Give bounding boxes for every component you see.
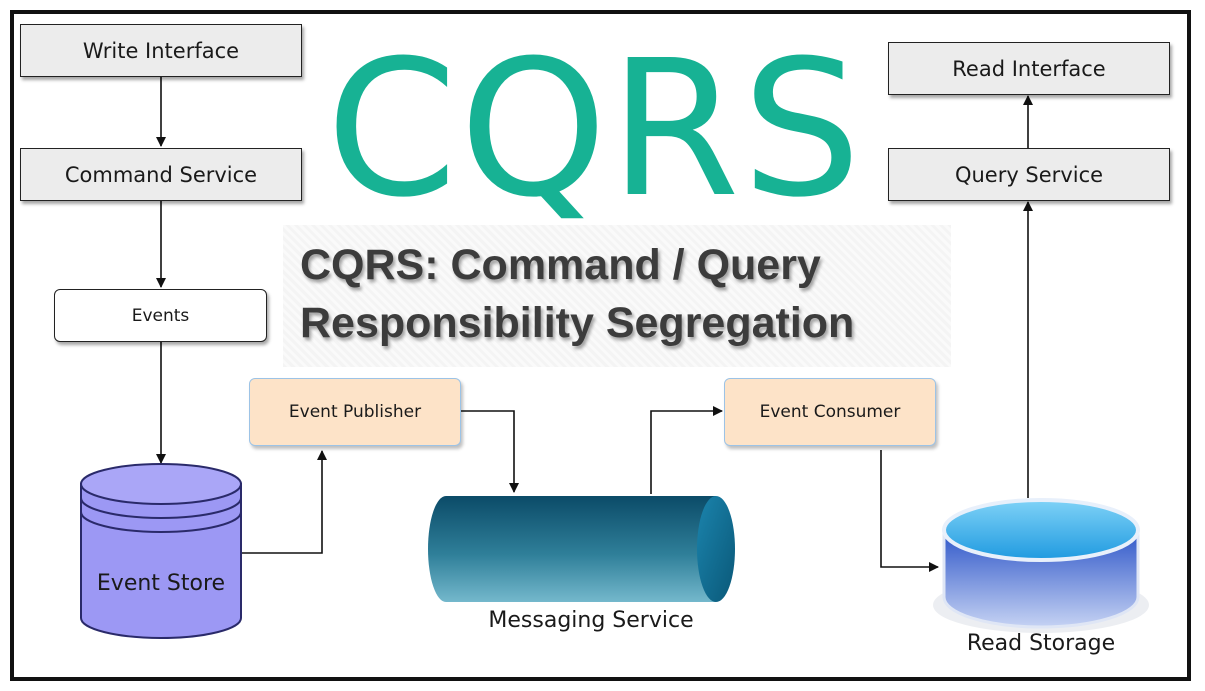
event-publisher-box: Event Publisher xyxy=(249,378,461,446)
subtitle-line-1: CQRS: Command / Query xyxy=(300,241,821,289)
arrow-messaging-to-consumer xyxy=(650,406,723,494)
write-interface-box: Write Interface xyxy=(20,24,302,77)
read-storage-cylinder xyxy=(933,498,1149,633)
subtitle-line-2: Responsibility Segregation xyxy=(300,299,855,347)
diagram-subtitle: CQRS: Command / Query Responsibility Seg… xyxy=(300,236,950,352)
arrow-publisher-to-messaging xyxy=(461,410,519,493)
event-consumer-box: Event Consumer xyxy=(724,378,936,446)
arrow-consumer-to-readstorage xyxy=(880,450,939,572)
messaging-service-cylinder xyxy=(428,496,735,602)
events-box: Events xyxy=(54,289,267,342)
arrow-store-to-publisher xyxy=(241,450,327,554)
event-store-cylinder xyxy=(80,463,242,639)
messaging-service-label: Messaging Service xyxy=(488,608,694,633)
read-interface-box: Read Interface xyxy=(888,42,1170,95)
read-storage-label: Read Storage xyxy=(966,631,1116,656)
query-service-box: Query Service xyxy=(888,148,1170,201)
diagram-title: CQRS xyxy=(326,20,864,239)
command-service-box: Command Service xyxy=(20,148,302,201)
event-store-label: Event Store xyxy=(96,571,226,596)
subtitle-panel xyxy=(283,225,951,367)
